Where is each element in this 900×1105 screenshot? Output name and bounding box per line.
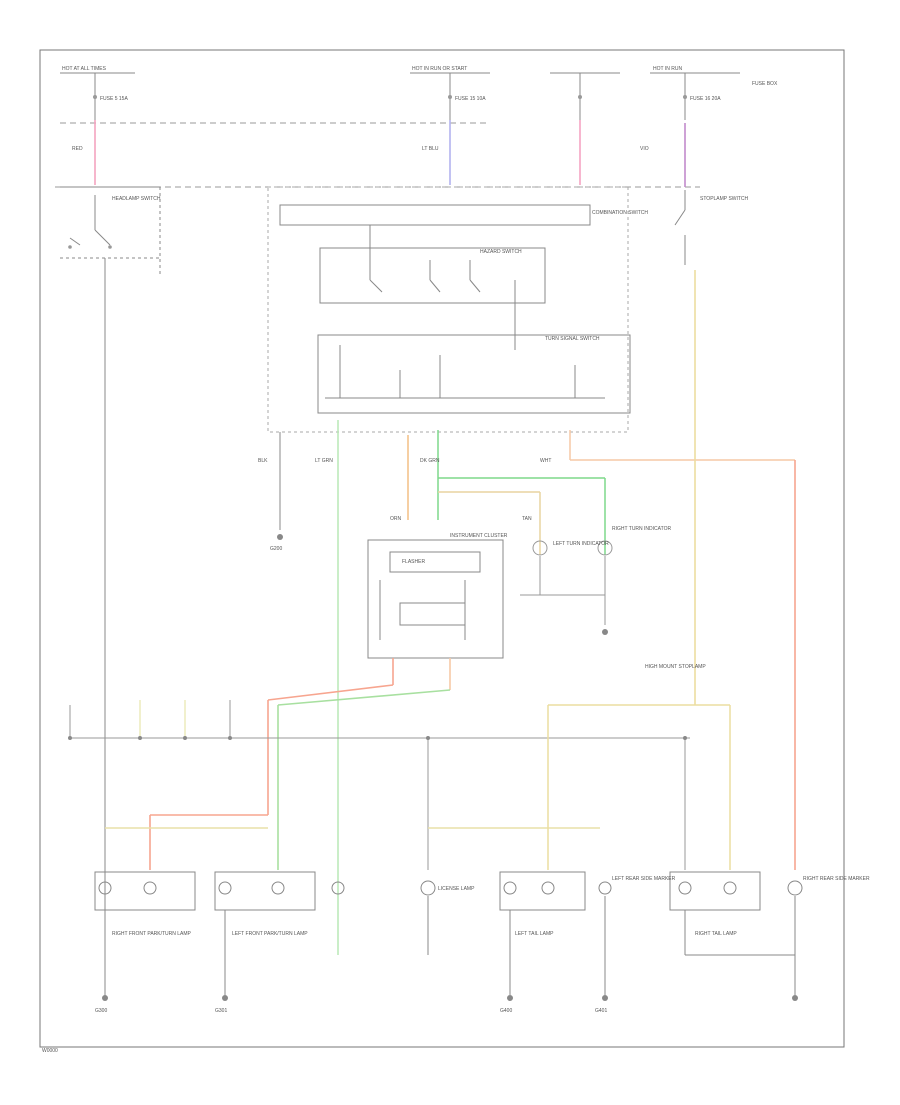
component-labels: HOT AT ALL TIMES FUSE 5 15A RED HEADLAMP… [62,66,870,1014]
label-stoplamp-switch: STOPLAMP SWITCH [700,196,749,202]
bus-drops [69,700,686,870]
label-fuse-box: FUSE BOX [752,81,778,87]
hazard-switch [319,225,546,350]
label-orn: ORN [390,516,402,522]
fuse-10 [578,95,582,99]
ground-symbol-g201 [602,629,608,635]
flasher-module [367,539,504,659]
fuse-16 [683,95,687,99]
turn-indicator-lamps [520,540,613,625]
label-g300: G300 [95,1008,107,1014]
ground-g400 [507,995,513,1001]
label-hot-in-run: HOT IN RUN [653,66,682,72]
label-fuse-15: FUSE 15 10A [455,96,486,102]
headlamp-switch [60,186,161,1000]
label-vio: VIO [640,146,649,152]
label-combination-switch: COMBINATION SWITCH [592,210,648,216]
combination-switch-bar [279,204,591,226]
label-hot-at-all-times: HOT AT ALL TIMES [62,66,107,72]
label-left-tail-lamp: LEFT TAIL LAMP [515,931,554,937]
ground-g300 [102,995,108,1001]
wire-flasher-out [149,658,451,870]
label-left-front-park-turn: LEFT FRONT PARK/TURN LAMP [232,931,308,937]
label-fuse-5: FUSE 5 15A [100,96,128,102]
label-instrument-cluster: INSTRUMENT CLUSTER [450,533,508,539]
label-hazard-switch: HAZARD SWITCH [480,249,522,255]
label-flasher: FLASHER [402,559,425,565]
ground-g401 [602,995,608,1001]
wire-tan-feeds [105,704,731,870]
ground-leads [104,896,796,995]
label-high-mount-stoplamp: HIGH MOUNT STOPLAMP [645,664,706,670]
label-right-tail-lamp: RIGHT TAIL LAMP [695,931,737,937]
lamp-right-front-park-turn [94,871,196,911]
fuse-symbols [93,95,687,99]
label-lt-blu: LT BLU [422,146,439,152]
lamp-right-rear-side-marker [787,880,803,896]
label-blk: BLK [258,458,268,464]
fuse-5 [93,95,97,99]
turn-signal-switch [317,334,631,414]
label-fuse-16: FUSE 16 20A [690,96,721,102]
lamp-license [420,880,436,955]
lamp-left-side-marker [331,881,345,895]
combination-switch-outline [267,186,629,433]
ground-symbol-top [277,534,283,540]
label-dk-grn: DK GRN [420,458,440,464]
ground-g402 [792,995,798,1001]
power-feed-left [60,72,740,185]
label-red: RED [72,146,83,152]
stoplamp-switch [674,190,686,265]
lamp-left-rear-side-marker [598,881,612,895]
footer-code: W0000 [42,1048,58,1054]
label-turn-signal-switch: TURN SIGNAL SWITCH [545,336,600,342]
label-tan: TAN [522,516,532,522]
label-left-turn-indicator: LEFT TURN INDICATOR [553,541,609,547]
lamp-right-tail [669,871,761,911]
label-g301: G301 [215,1008,227,1014]
label-right-front-park-turn: RIGHT FRONT PARK/TURN LAMP [112,931,192,937]
label-left-rear-side-marker: LEFT REAR SIDE MARKER [612,876,676,882]
lamp-left-front-park-turn [214,871,316,911]
fuse-15 [448,95,452,99]
ground-symbols [102,995,798,1001]
lamp-left-tail [499,871,586,911]
label-g400: G400 [500,1008,512,1014]
diagram-border [39,49,845,1048]
label-right-rear-side-marker: RIGHT REAR SIDE MARKER [803,876,870,882]
label-lt-grn: LT GRN [315,458,333,464]
wire-green-branch [437,430,606,555]
label-right-turn-indicator: RIGHT TURN INDICATOR [612,526,671,532]
label-headlamp-switch: HEADLAMP SWITCH [112,196,161,202]
wire-peach-right [569,430,795,461]
label-hot-in-run-or-start: HOT IN RUN OR START [412,66,467,72]
wire-tan-branch [438,491,541,555]
label-license-lamp: LICENSE LAMP [438,886,475,892]
label-wht: WHT [540,458,551,464]
label-g200: G200 [270,546,282,552]
bus-splices [68,736,687,740]
ground-g301 [222,995,228,1001]
headlamp-switch-contacts [68,245,112,249]
label-g401: G401 [595,1008,607,1014]
